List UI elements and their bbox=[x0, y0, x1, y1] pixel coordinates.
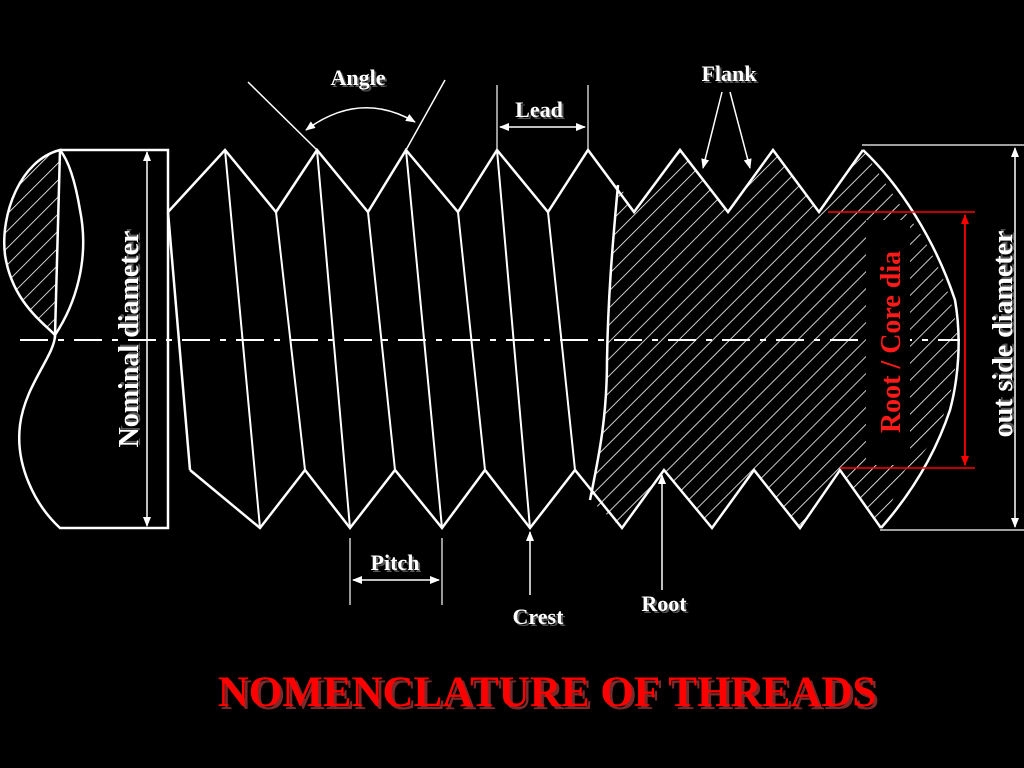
pitch-label: Pitch bbox=[371, 550, 420, 575]
left-break-section bbox=[3, 148, 62, 338]
right-break-outline bbox=[862, 149, 960, 529]
root-label: Root bbox=[641, 591, 687, 616]
thread-profile-bottom bbox=[189, 467, 883, 531]
lead-label: Lead bbox=[515, 97, 563, 122]
root-core-dia-label: Root / Core dia bbox=[876, 251, 907, 433]
flank-arrow-right bbox=[729, 91, 752, 169]
flank-arrow-left bbox=[701, 91, 723, 169]
flank-label: Flank bbox=[701, 61, 757, 86]
left-break-outline bbox=[17, 148, 170, 530]
slide-title: NOMENCLATURE OF THREADS bbox=[217, 669, 877, 716]
section-break-line bbox=[588, 184, 620, 501]
outside-diameter-label: out side diameter bbox=[988, 231, 1019, 438]
angle-label: Angle bbox=[331, 65, 386, 90]
crest-label: Crest bbox=[513, 604, 565, 629]
angle-arc bbox=[305, 107, 416, 131]
thread-profile-top bbox=[167, 147, 865, 215]
nominal-diameter-label: Nominal diameter bbox=[114, 231, 145, 448]
